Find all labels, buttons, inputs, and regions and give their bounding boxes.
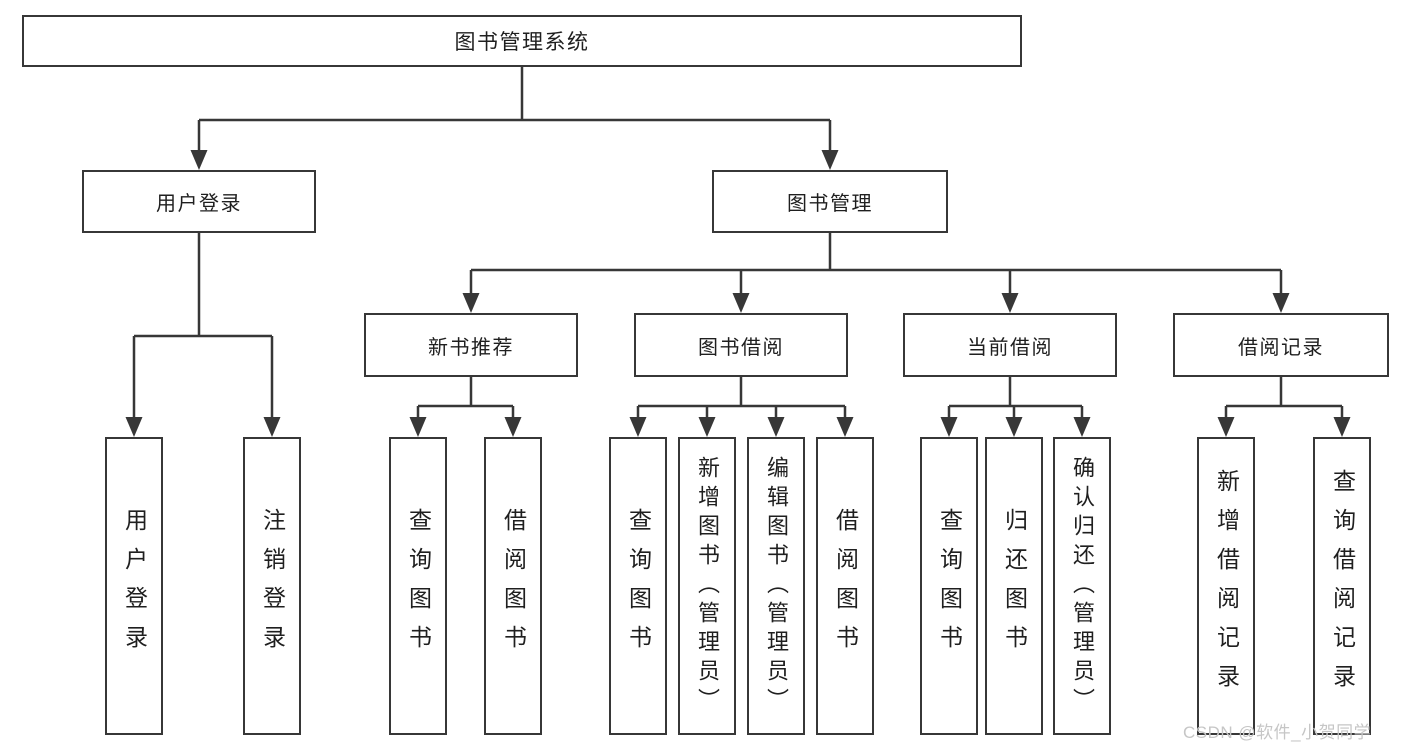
leaf-query-borrow-record: 查询借阅记录 bbox=[1313, 437, 1371, 735]
leaf-logout: 注销登录 bbox=[243, 437, 301, 735]
leaf-borrow-books-recommend: 借阅图书 bbox=[484, 437, 542, 735]
node-user-login: 用户登录 bbox=[82, 170, 316, 233]
node-root-library-management-system: 图书管理系统 bbox=[22, 15, 1022, 67]
arrowheads bbox=[125, 150, 1351, 437]
leaf-query-books-current: 查询图书 bbox=[920, 437, 978, 735]
csdn-watermark: CSDN @软件_小贺同学 bbox=[1183, 723, 1372, 742]
leaf-query-books-borrow: 查询图书 bbox=[609, 437, 667, 735]
node-book-management: 图书管理 bbox=[712, 170, 948, 233]
leaf-borrow-books: 借阅图书 bbox=[816, 437, 874, 735]
leaf-add-borrow-record: 新增借阅记录 bbox=[1197, 437, 1255, 735]
leaf-add-book-admin: 新增图书（管理员） bbox=[678, 437, 736, 735]
node-borrow-records: 借阅记录 bbox=[1173, 313, 1389, 377]
node-book-borrow: 图书借阅 bbox=[634, 313, 848, 377]
node-new-book-recommend: 新书推荐 bbox=[364, 313, 578, 377]
leaf-confirm-return-admin: 确认归还（管理员） bbox=[1053, 437, 1111, 735]
leaf-edit-book-admin: 编辑图书（管理员） bbox=[747, 437, 805, 735]
connector-lines bbox=[132, 67, 1344, 421]
leaf-query-books-recommend: 查询图书 bbox=[389, 437, 447, 735]
node-current-borrow: 当前借阅 bbox=[903, 313, 1117, 377]
leaf-return-book: 归还图书 bbox=[985, 437, 1043, 735]
leaf-user-login: 用户登录 bbox=[105, 437, 163, 735]
